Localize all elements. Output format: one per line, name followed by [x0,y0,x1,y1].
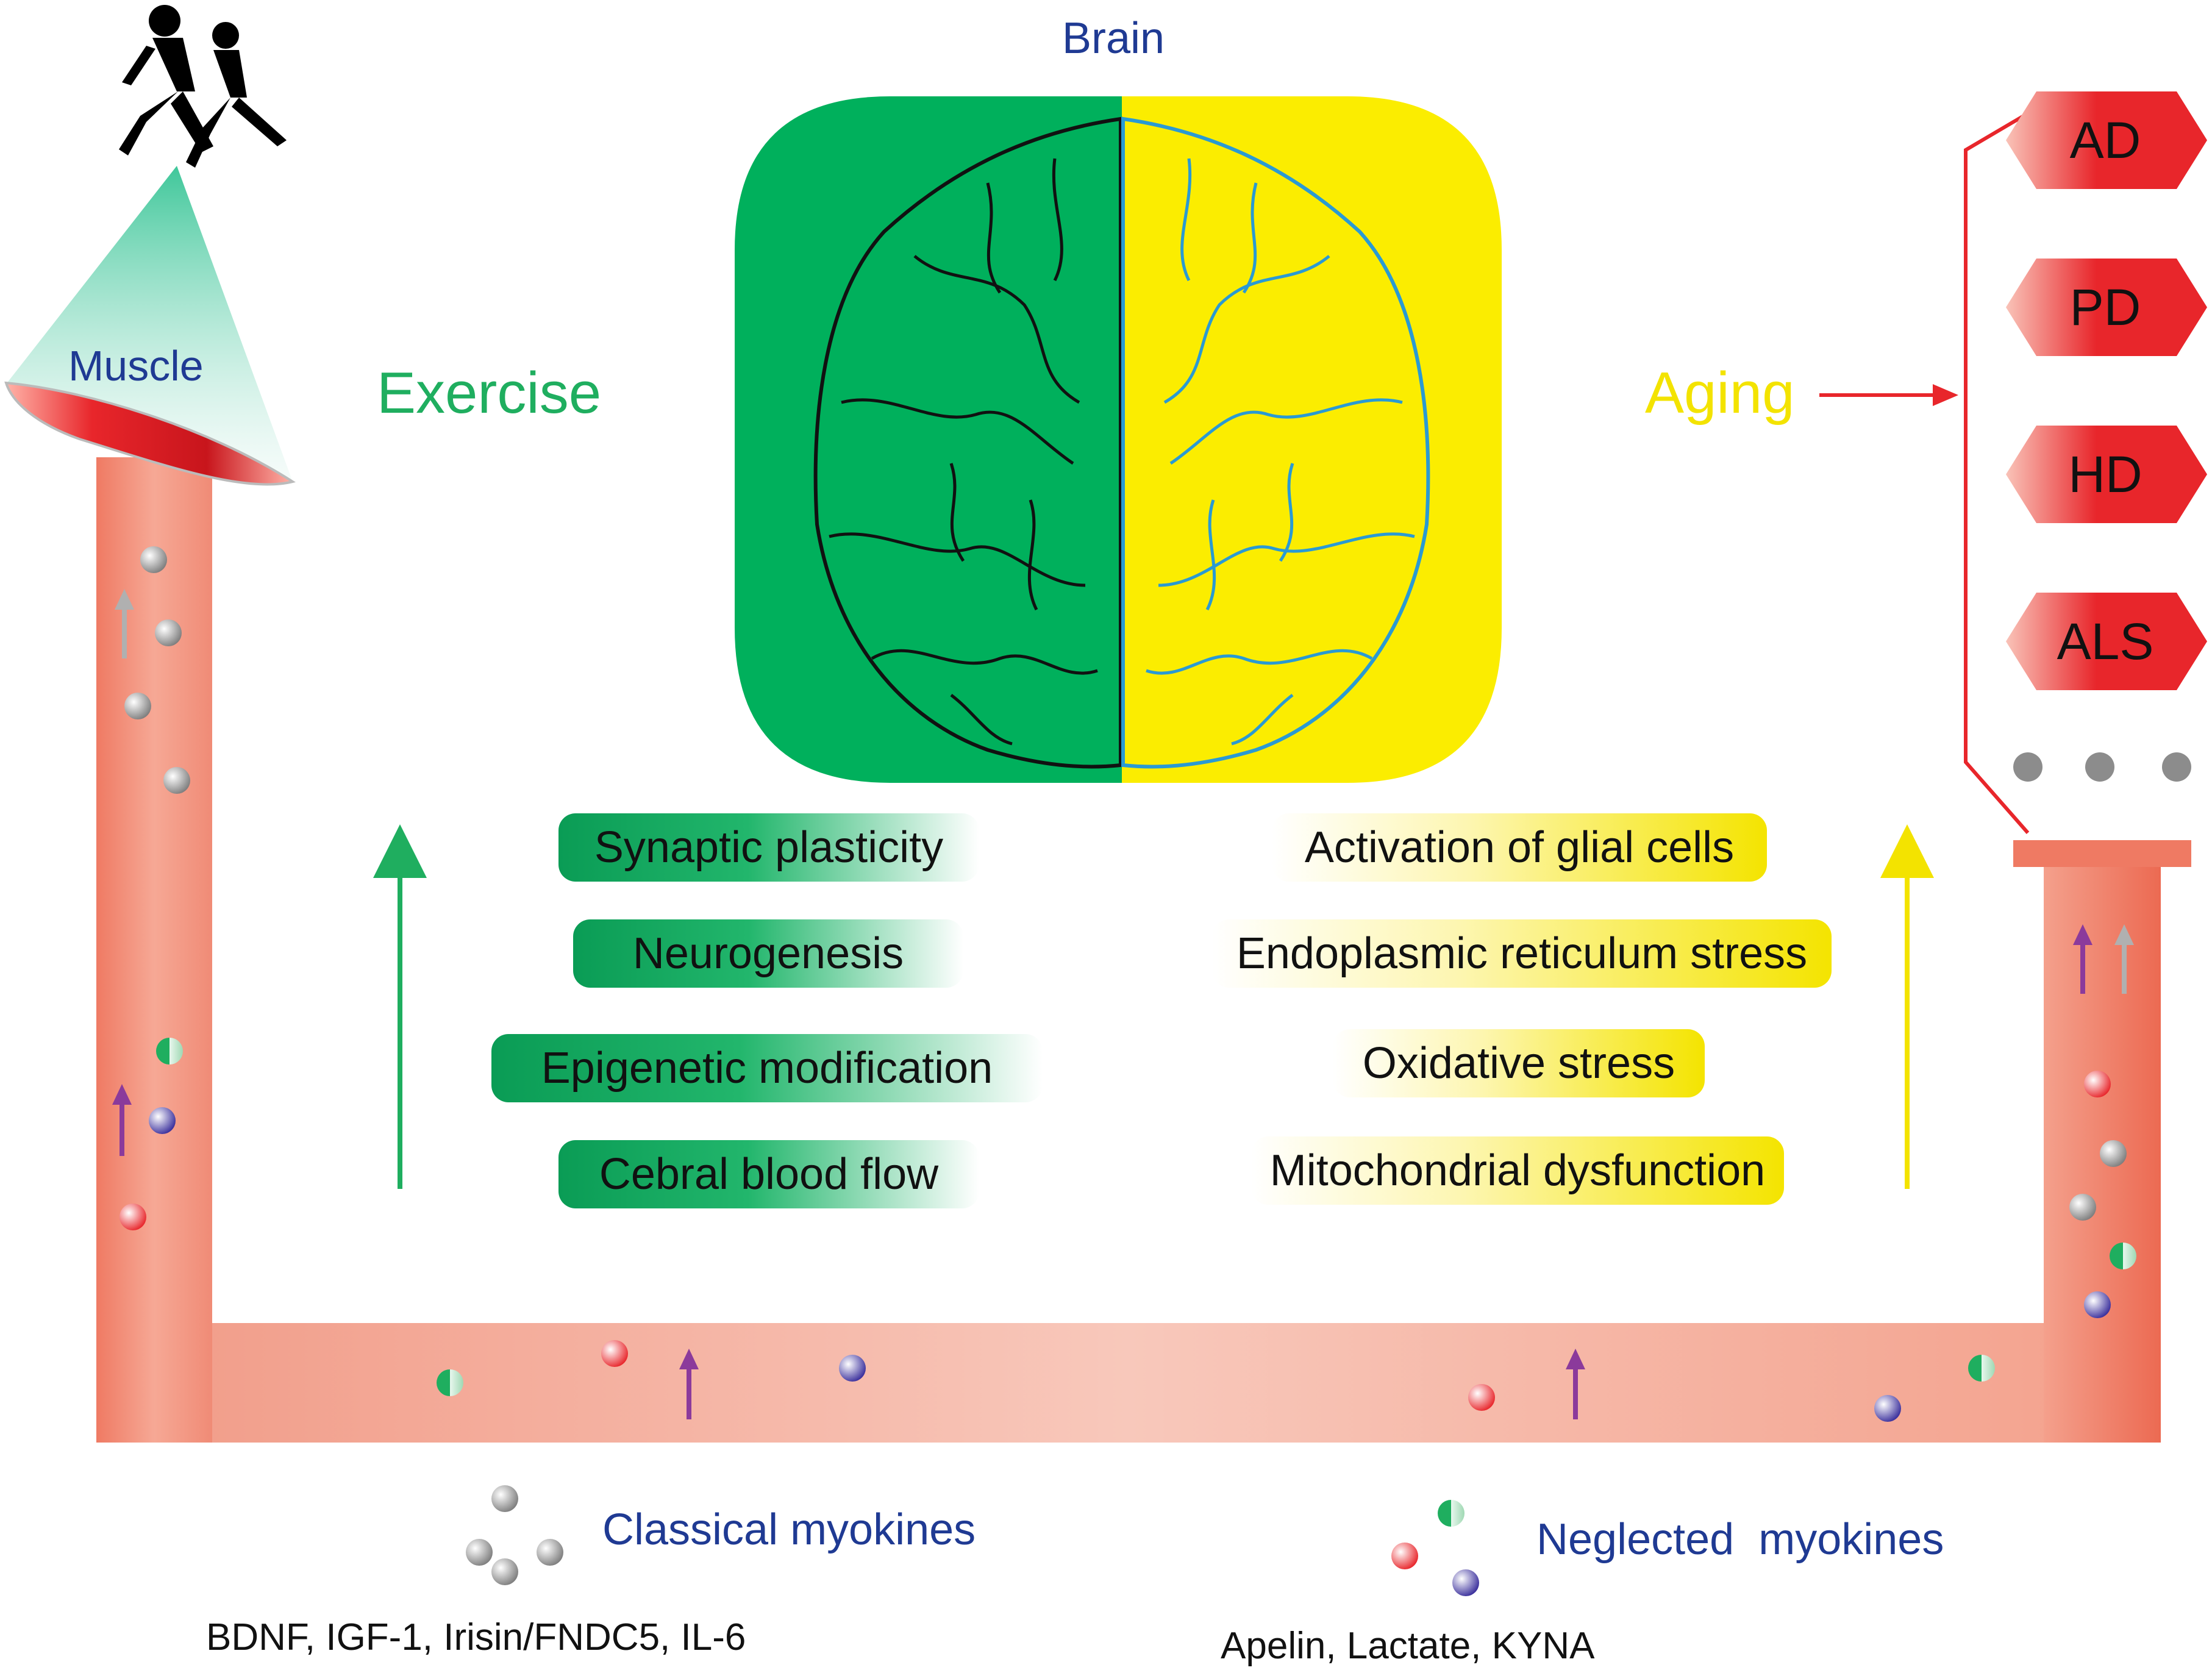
myokine-sphere-icon [163,767,190,794]
myokine-sphere-icon [601,1340,628,1367]
more-diseases-dots [2013,752,2191,782]
myokine-sphere-icon [537,1539,563,1566]
myokine-sphere-icon [1438,1500,1465,1527]
myokine-sphere-icon [2084,1291,2111,1318]
exercise-effect-epigenetic-modification: Epigenetic modification [491,1034,1043,1102]
myokine-spheres [120,546,2136,1422]
myokine-sphere-icon [1391,1543,1418,1569]
disease-label-als: ALS [2057,612,2154,670]
neglected-legend-spheres [1391,1500,1479,1596]
myokine-sphere-icon [839,1355,866,1382]
myokine-sphere-icon [2069,1194,2096,1221]
aging-effect-glial-activation: Activation of glial cells [1272,813,1767,882]
muscle-label: Muscle [68,342,204,390]
brain-icon [735,96,1502,783]
exercise-effect-neurogenesis: Neurogenesis [573,919,963,988]
classical-myokines-label: Classical myokines [602,1505,976,1554]
myokine-sphere-icon [149,1107,176,1134]
arrow-up-icon [679,1349,699,1419]
disease-label-pd: PD [2069,278,2141,336]
myokine-sphere-icon [2110,1243,2136,1269]
aging-label: Aging [1645,360,1795,426]
arrow-up-icon [112,1084,132,1156]
myokine-sphere-icon [124,693,151,719]
myokine-sphere-icon [1968,1355,1995,1382]
myokine-sphere-icon [1874,1395,1901,1422]
arrow-up-icon [1566,1349,1585,1419]
aging-to-disease-arrow [1819,384,1958,406]
exercise-label: Exercise [377,360,602,426]
exercise-effect-synaptic-plasticity: Synaptic plasticity [558,813,979,882]
disease-badge-hd [2006,426,2207,523]
aging-effect-mitochondrial-dysfunction: Mitochondrial dysfunction [1251,1136,1784,1205]
neglected-myokines-list: Apelin, Lactate, KYNA [1221,1625,1595,1667]
disease-badge-ad [2006,91,2207,189]
myokine-sphere-icon [156,1038,183,1065]
classical-legend-spheres [466,1485,563,1585]
myokine-sphere-icon [491,1485,518,1512]
aging-effect-oxidative-stress: Oxidative stress [1333,1029,1705,1097]
myokine-sphere-icon [1468,1384,1495,1411]
brain-title: Brain [1062,14,1165,63]
disease-badges [2006,91,2207,690]
neglected-myokines-label: Neglected myokines [1536,1515,1944,1564]
vessel-arrows [112,589,2134,1419]
myokine-sphere-icon [437,1369,463,1396]
myokine-sphere-icon [120,1204,146,1230]
myokine-sphere-icon [140,546,167,573]
disease-badge-als [2006,593,2207,690]
exercise-effect-cebral-blood-flow: Cebral blood flow [558,1140,979,1208]
arrow-up-icon [115,589,134,658]
exercise-arrow-icon [373,824,427,1189]
myokine-sphere-icon [491,1558,518,1585]
myokine-sphere-icon [2084,1071,2111,1097]
blood-vessel [96,457,2191,1443]
disease-badge-pd [2006,259,2207,356]
disease-label-ad: AD [2069,111,2141,169]
runners-icon [119,5,287,168]
myokine-sphere-icon [155,619,182,646]
myokine-sphere-icon [1452,1569,1479,1596]
myokine-sphere-icon [466,1539,493,1566]
aging-arrow-icon [1880,824,1934,1189]
myokine-sphere-icon [2100,1140,2127,1167]
aging-effect-er-stress: Endoplasmic reticulum stress [1212,919,1832,988]
arrow-up-icon [2073,924,2092,994]
classical-myokines-list: BDNF, IGF-1, Irisin/FNDC5, IL-6 [206,1616,746,1658]
muscle-icon [4,381,296,486]
disease-label-hd: HD [2068,445,2142,503]
arrow-up-icon [2114,924,2134,994]
disease-bracket [1964,112,2030,834]
